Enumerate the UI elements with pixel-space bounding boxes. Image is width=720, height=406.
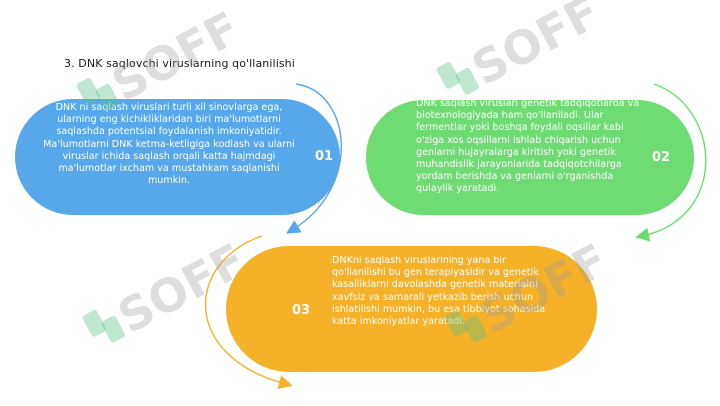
item-02-text: DNK saqlash viruslari genetik tadqiqotla… [416, 98, 640, 195]
item-03-card: 03 DNKni saqlash viruslarining yana bir … [226, 246, 597, 372]
item-03-text: DNKni saqlash viruslarining yana bir qo'… [332, 255, 546, 328]
item-03-number: 03 [292, 303, 311, 318]
item-01-number: 01 [315, 149, 334, 164]
slide-title: 3. DNK saqlovchi viruslarning qo'llanili… [64, 57, 295, 70]
item-02-number: 02 [652, 150, 671, 165]
svg-text:SOFF: SOFF [463, 0, 608, 96]
item-01-text: DNK ni saqlash viruslari turli xil sinov… [43, 102, 295, 187]
item-02-card: DNK saqlash viruslari genetik tadqiqotla… [366, 98, 694, 215]
item-01-card: DNK ni saqlash viruslari turli xil sinov… [15, 99, 340, 215]
